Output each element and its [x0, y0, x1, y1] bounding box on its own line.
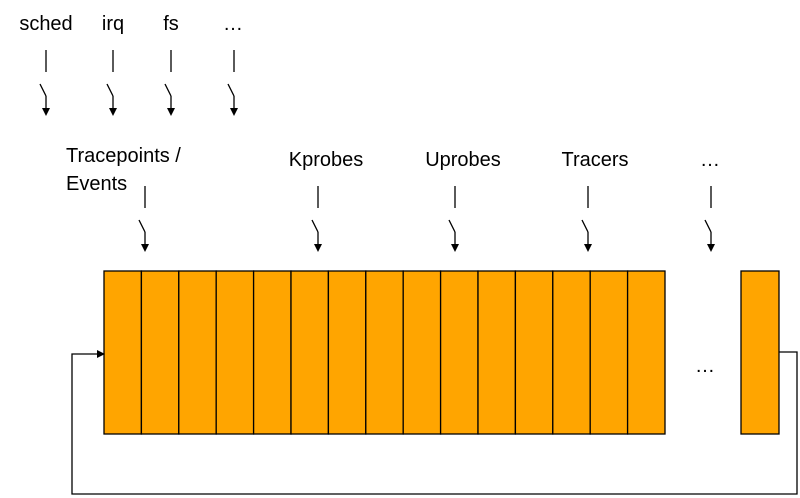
switch-more-hooks [704, 186, 712, 244]
buffer-slot [552, 270, 591, 435]
buffer-last-slot [740, 270, 780, 435]
buffer-slot [477, 270, 517, 435]
arrowhead-more-hooks [707, 244, 715, 252]
source-arrowheads [42, 108, 238, 116]
buffer-slots [103, 270, 666, 435]
wraparound-line [71, 351, 798, 495]
hook-label-tracepoints-line1: Tracepoints / [66, 145, 181, 167]
switch-kprobes [311, 186, 319, 244]
arrowhead-irq [109, 108, 117, 116]
switch-tracers [581, 186, 589, 244]
buffer-slot [327, 270, 367, 435]
switch-tracepoints [138, 186, 146, 244]
buffer-slot [514, 270, 554, 435]
hook-label-uprobes: Uprobes [425, 149, 501, 171]
wraparound-arrowhead [97, 350, 105, 358]
hook-switches [138, 186, 712, 244]
buffer-gap-ellipsis: … [695, 355, 715, 377]
buffer-slot [140, 270, 180, 435]
source-label-irq: irq [102, 13, 124, 35]
hook-label-kprobes: Kprobes [289, 149, 364, 171]
hook-label-tracepoints-line2: Events [66, 173, 127, 195]
arrowhead-sched [42, 108, 50, 116]
hook-arrowheads [141, 244, 715, 252]
buffer-slot [290, 270, 330, 435]
arrowhead-more [230, 108, 238, 116]
buffer-slot [589, 270, 629, 435]
arrowhead-tracepoints [141, 244, 149, 252]
arrowhead-fs [167, 108, 175, 116]
switch-irq [106, 50, 114, 108]
source-switches [39, 50, 235, 108]
buffer-slot [178, 270, 217, 435]
source-label-sched: sched [19, 13, 72, 35]
buffer-slot [626, 270, 666, 435]
arrowhead-kprobes [314, 244, 322, 252]
arrowhead-tracers [584, 244, 592, 252]
hook-label-more: … [700, 149, 720, 171]
buffer-slot [402, 270, 442, 435]
buffer-slot [439, 270, 479, 435]
switch-sched [39, 50, 47, 108]
source-label-fs: fs [163, 13, 179, 35]
buffer-slot [365, 270, 404, 435]
source-label-more: … [223, 13, 243, 35]
buffer-slot [103, 270, 143, 435]
hook-label-tracers: Tracers [561, 149, 628, 171]
arrowhead-uprobes [451, 244, 459, 252]
switch-uprobes [448, 186, 456, 244]
switch-more [227, 50, 235, 108]
switch-fs [164, 50, 172, 108]
buffer-slot [252, 270, 292, 435]
buffer-slot [215, 270, 255, 435]
